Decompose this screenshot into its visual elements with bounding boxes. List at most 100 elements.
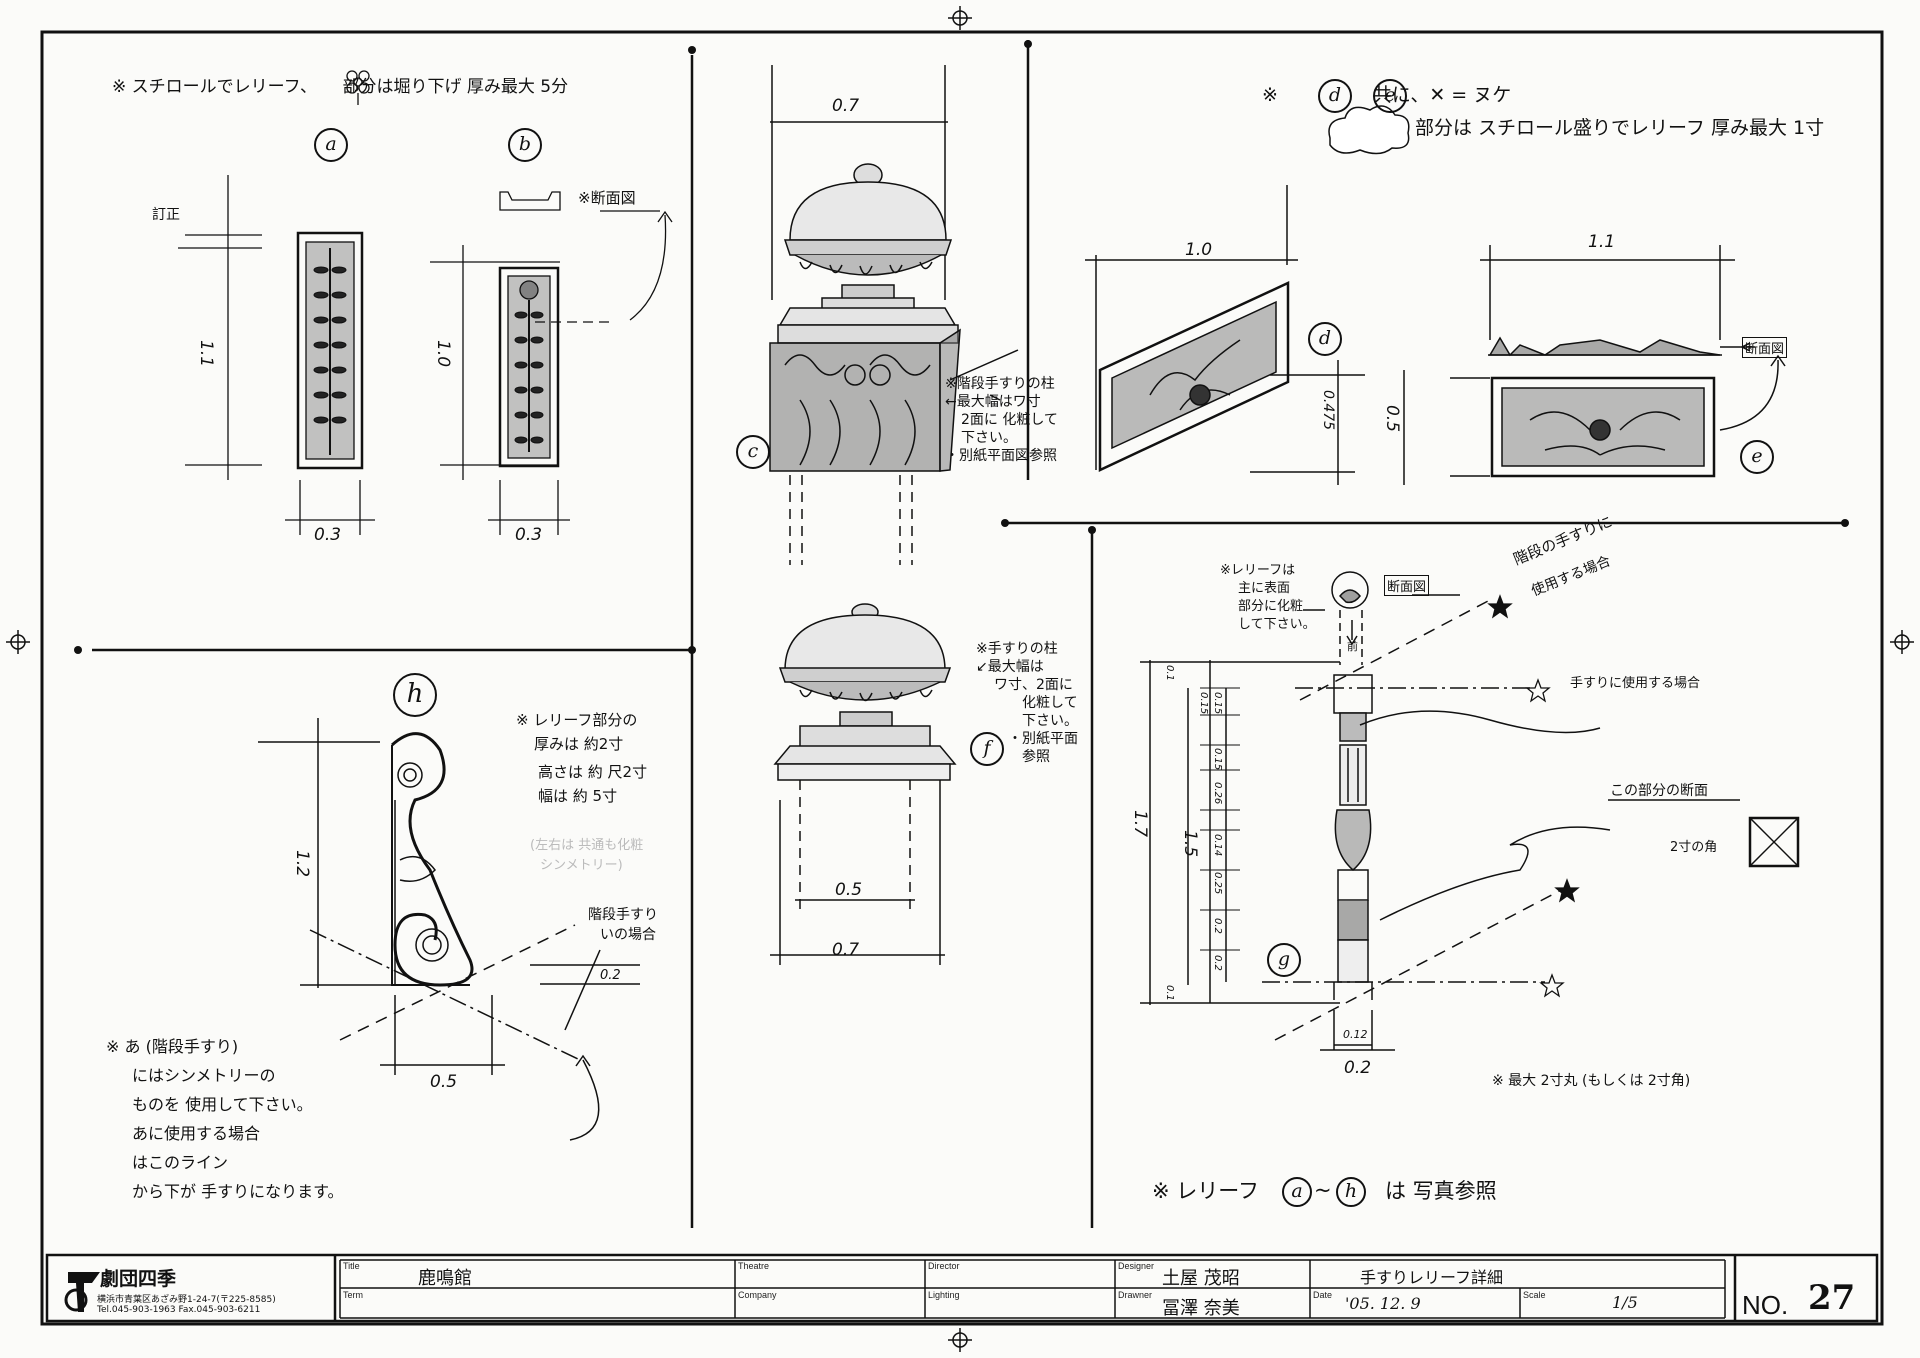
sheet-number-label: NO. — [1742, 1290, 1789, 1320]
rail-use-label: 手すりに使用する場合 — [1570, 676, 1701, 691]
dim-h-width: 0.5 — [430, 1072, 458, 1092]
drawner-label: Drawner — [1118, 1290, 1153, 1300]
dim-g-02b: 0.2 — [1212, 955, 1223, 971]
label-g: g — [1267, 943, 1301, 977]
dim-e-height: 0.5 — [1382, 405, 1402, 433]
dim-g-015c: 0.15 — [1212, 748, 1223, 771]
dim-g-015b: 0.15 — [1212, 692, 1223, 715]
scale-value: 1/5 — [1612, 1293, 1638, 1312]
label-h-ref: h — [1336, 1177, 1366, 1207]
title-block-lines — [45, 1253, 1879, 1323]
relief-d-drawing — [1085, 185, 1365, 485]
dim-d-height: 0.475 — [1320, 390, 1336, 431]
note-pillar-f-line: ワ寸、2面に — [994, 677, 1073, 693]
title-label: Title — [343, 1261, 360, 1271]
note-pillar-f-line: ・別紙平面 — [1008, 731, 1078, 747]
note-bottom-left-line: にはシンメトリーの — [132, 1066, 276, 1085]
note-bottom-left-line: ものを 使用して下さい。 — [132, 1095, 313, 1114]
note-relief-h-line: 高さは 約 尺2寸 — [538, 763, 648, 781]
dim-g-17: 1.7 — [1130, 810, 1150, 838]
note-pillar-f: ※手すりの柱 ↙最大幅は ワ寸、2面に 化粧して 下さい。 ・別紙平面 参照 — [976, 640, 1078, 766]
note-g-line: 主に表面 — [1238, 581, 1291, 596]
note-pillar-c-line: ※階段手すりの柱 — [945, 376, 1055, 392]
note-relief-h-faint: (左右は 共通も化粧 シンメトリー) — [530, 836, 643, 876]
relief-h-drawing — [258, 718, 640, 1141]
note-g-line: 部分に化粧 — [1238, 599, 1304, 614]
company-tel: Tel.045-903-1963 Fax.045-903-6211 — [97, 1305, 261, 1315]
dim-g-02w: 0.2 — [1344, 1058, 1372, 1078]
note-pillar-f-line: 参照 — [1022, 749, 1050, 765]
date-label: Date — [1313, 1290, 1333, 1300]
note-relief-h-line: 幅は 約 5寸 — [538, 787, 618, 805]
panel-dividers — [92, 40, 1845, 1228]
label-d-inline: d — [1318, 79, 1352, 113]
leaf-pattern-b — [514, 311, 544, 444]
dim-g-026: 0.26 — [1212, 782, 1223, 805]
dim-b-height: 1.0 — [433, 340, 453, 368]
note-bottom-left-line: はこのライン — [132, 1153, 229, 1172]
note-top-left: ※ スチロールでレリーフ、 部分は堀り下げ 厚み最大 5分 — [112, 77, 569, 97]
dim-g-01a: 0.1 — [1164, 665, 1175, 681]
note-pillar-c-line: ←最大幅はワ寸 — [945, 394, 1041, 410]
front-label: 前 — [1347, 640, 1358, 653]
note-relief-h-faint-line: シンメトリー) — [540, 858, 623, 873]
dim-h-02: 0.2 — [600, 968, 621, 983]
note-bottom-left: ※ あ (階段手すり) にはシンメトリーの ものを 使用して下さい。 あに使用す… — [106, 1032, 344, 1206]
max-note: ※ 最大 2寸丸 (もしくは 2寸角) — [1492, 1073, 1691, 1089]
section-label-b: ※断面図 — [578, 189, 636, 207]
term-label: Term — [343, 1290, 363, 1300]
company-logo — [64, 1272, 100, 1312]
note-relief-h-faint-line: (左右は 共通も化粧 — [530, 838, 644, 853]
section-label-e: 断面図 — [1742, 337, 1788, 358]
designer-label: Designer — [1118, 1261, 1155, 1271]
label-e: e — [1740, 440, 1774, 474]
note-bottom-left-line: あに使用する場合 — [132, 1124, 261, 1143]
note-pillar-f-line: ↙最大幅は — [976, 659, 1044, 675]
stair-case-note: 階段手すり — [588, 907, 658, 923]
baluster-g-drawing — [1140, 571, 1800, 1051]
company-address: 横浜市青葉区あざみ野1-24-7(〒225-8585) — [97, 1295, 276, 1305]
note-pillar-f-line: 化粧して — [1022, 695, 1078, 711]
note-relief-h-line: 厚みは 約2寸 — [534, 735, 624, 753]
photo-reference-note: ※ レリーフ は 写真参照 — [1152, 1179, 1497, 1203]
drawner-value: 冨澤 奈美 — [1162, 1298, 1240, 1319]
label-f: f — [970, 732, 1004, 766]
dim-g-015a: 0.15 — [1198, 692, 1209, 715]
pillar-c-ornament — [784, 261, 933, 466]
teisei-text: 訂正 — [152, 207, 180, 223]
registration-marks — [6, 6, 1914, 1352]
flower-icon — [346, 70, 370, 105]
square-label: 2寸の角 — [1670, 840, 1718, 855]
note-pillar-c: ※階段手すりの柱 ←最大幅はワ寸 2面に 化粧して 下さい。 ・別紙平面図参照 — [945, 375, 1058, 465]
sheet-number: 27 — [1808, 1278, 1856, 1318]
title-value: 鹿鳴館 — [418, 1268, 472, 1289]
dim-g-15: 1.5 — [1180, 830, 1200, 858]
company-label: Company — [738, 1290, 777, 1300]
label-a-ref: a — [1282, 1177, 1312, 1207]
dim-a-height: 1.1 — [196, 340, 216, 368]
scale-label: Scale — [1523, 1290, 1546, 1300]
note-g-line: ※レリーフは — [1220, 563, 1296, 578]
cloud-icon — [1328, 105, 1410, 155]
star-markers — [1487, 594, 1580, 998]
dim-f-outer-width: 0.7 — [832, 940, 860, 960]
label-a: a — [314, 128, 348, 162]
label-h: h — [393, 673, 437, 717]
sheet-border — [40, 30, 1884, 1326]
relief-b-drawing — [430, 191, 673, 535]
relief-e-drawing — [1403, 245, 1786, 485]
theatre-label: Theatre — [738, 1261, 770, 1271]
label-d: d — [1308, 322, 1342, 356]
stair-case-note-2: いの場合 — [600, 927, 656, 943]
section-label-g: 断面図 — [1384, 575, 1430, 596]
pillar-c-drawing — [769, 65, 1019, 565]
dim-b-width: 0.3 — [515, 525, 543, 545]
leaf-pattern-a — [313, 266, 347, 424]
dim-g-012: 0.12 — [1343, 1028, 1368, 1041]
note-top-right-2: 部分は スチロール盛りでレリーフ 厚み最大 1寸 — [1415, 117, 1825, 139]
label-c: c — [736, 435, 770, 469]
note-g-line: して下さい。 — [1238, 617, 1316, 632]
relief-a-drawing — [178, 175, 375, 535]
dim-g-025: 0.25 — [1212, 872, 1223, 895]
